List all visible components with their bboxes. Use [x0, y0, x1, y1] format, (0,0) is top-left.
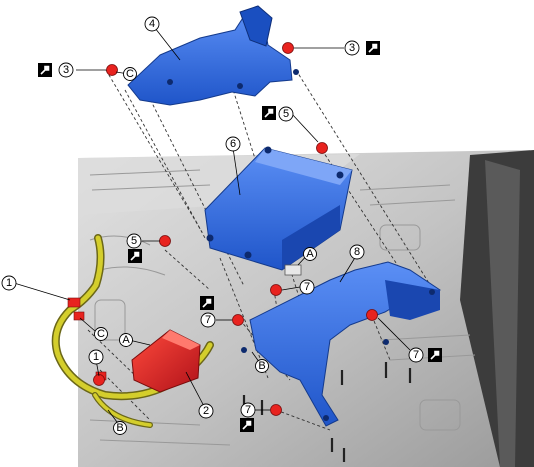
- callout-3-left: 3: [58, 62, 74, 78]
- svg-text:2: 2: [203, 405, 209, 417]
- torque-wrench-icon: [127, 248, 143, 264]
- harness-module: [131, 329, 201, 393]
- reference-letter-b-lower: B: [113, 421, 127, 435]
- svg-text:3: 3: [349, 42, 355, 54]
- callout-7-left: 7: [200, 312, 216, 328]
- callout-1-left: 1: [1, 275, 17, 291]
- svg-text:7: 7: [245, 404, 251, 416]
- callout-3-right: 3: [344, 40, 360, 56]
- svg-text:3: 3: [63, 64, 69, 76]
- reference-letter-c-upper: C: [123, 67, 137, 81]
- callout-7-right: 7: [408, 347, 424, 363]
- reference-letter-a-left: A: [119, 333, 133, 347]
- reference-letter-b-center: B: [255, 359, 269, 373]
- svg-text:5: 5: [131, 235, 137, 247]
- callout-8: 8: [349, 244, 365, 260]
- reference-letter-c-lower: C: [94, 327, 108, 341]
- torque-wrench-icon: [199, 295, 215, 311]
- svg-text:7: 7: [413, 349, 419, 361]
- svg-text:7: 7: [304, 281, 310, 293]
- svg-text:1: 1: [6, 277, 12, 289]
- svg-text:1: 1: [93, 351, 99, 363]
- callout-5-upper: 5: [278, 106, 294, 122]
- callout-7-upper: 7: [299, 279, 315, 295]
- svg-text:C: C: [126, 68, 134, 80]
- callout-1-lower: 1: [88, 349, 104, 365]
- svg-text:7: 7: [205, 314, 211, 326]
- callout-6: 6: [225, 136, 241, 152]
- svg-text:6: 6: [230, 138, 236, 150]
- torque-wrench-icon: [365, 40, 381, 56]
- callout-5-left: 5: [126, 233, 142, 249]
- torque-wrench-icon: [427, 347, 443, 363]
- upper-bracket: [127, 5, 299, 106]
- svg-text:B: B: [258, 360, 265, 372]
- svg-text:A: A: [122, 334, 130, 346]
- leader-lines: [13, 27, 411, 427]
- torque-wrench-icon: [261, 105, 277, 121]
- svg-text:B: B: [116, 422, 123, 434]
- svg-text:8: 8: [354, 246, 360, 258]
- svg-text:5: 5: [283, 108, 289, 120]
- callout-7-bottom: 7: [240, 402, 256, 418]
- svg-text:4: 4: [149, 18, 155, 30]
- mounting-nuts: [93, 42, 378, 416]
- lower-bracket: [241, 261, 441, 427]
- callout-4: 4: [144, 16, 160, 32]
- reference-letter-a-right: A: [303, 247, 317, 261]
- control-module: [204, 146, 353, 276]
- callout-2: 2: [198, 403, 214, 419]
- svg-text:A: A: [306, 248, 314, 260]
- torque-wrench-icon: [239, 417, 255, 433]
- svg-text:C: C: [97, 328, 105, 340]
- torque-wrench-icon: [37, 62, 53, 78]
